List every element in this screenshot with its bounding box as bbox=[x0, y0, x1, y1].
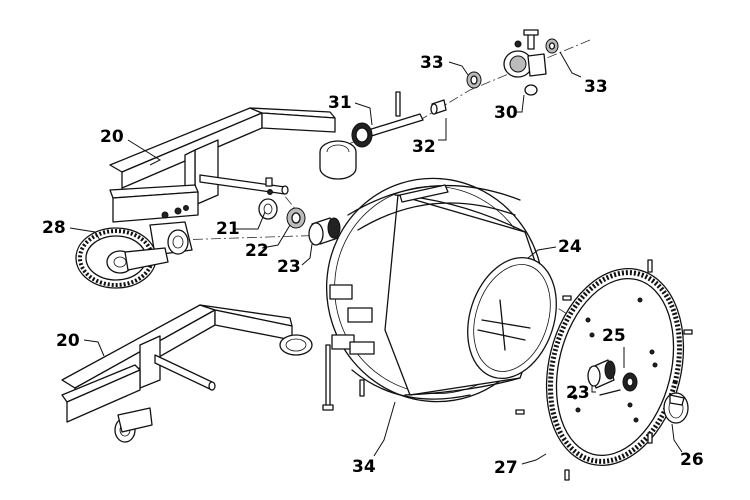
callout-33-left: 33 bbox=[420, 53, 444, 73]
pinion-shaft-assembly bbox=[351, 29, 559, 148]
left-bearing-assembly bbox=[258, 177, 341, 246]
callout-26: 26 bbox=[680, 450, 704, 470]
callout-23-left: 23 bbox=[277, 257, 301, 277]
handwheel-knob bbox=[663, 392, 689, 424]
callout-33-right: 33 bbox=[584, 77, 608, 97]
callout-23-right: 23 bbox=[566, 383, 590, 403]
callout-labels: 20 20 21 22 23 23 24 25 26 27 28 30 31 3… bbox=[42, 53, 704, 478]
callout-22: 22 bbox=[245, 241, 269, 261]
callout-20-lower: 20 bbox=[56, 331, 80, 351]
callout-24: 24 bbox=[558, 237, 582, 257]
callout-30: 30 bbox=[494, 103, 518, 123]
mixer-drum bbox=[322, 177, 557, 411]
drive-gear bbox=[75, 227, 169, 289]
callout-21: 21 bbox=[216, 219, 240, 239]
callout-25: 25 bbox=[602, 326, 626, 346]
callout-31: 31 bbox=[328, 93, 352, 113]
callout-32: 32 bbox=[412, 137, 436, 157]
callout-34: 34 bbox=[352, 457, 376, 477]
lower-frame-arm bbox=[61, 304, 313, 443]
callout-20-upper: 20 bbox=[100, 127, 124, 147]
callout-28: 28 bbox=[42, 218, 66, 238]
ring-gear bbox=[515, 259, 693, 481]
upper-frame-arm bbox=[109, 107, 357, 256]
callout-27: 27 bbox=[494, 458, 518, 478]
leader-lines bbox=[69, 51, 683, 465]
